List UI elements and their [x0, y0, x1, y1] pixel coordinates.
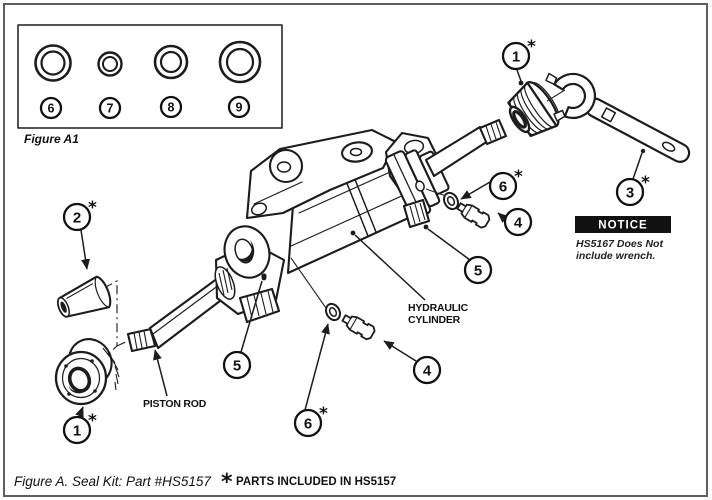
right-installed-plug	[402, 198, 431, 229]
knurl-hatch	[102, 347, 120, 391]
hydraulic-cylinder-label-line1: HYDRAULIC	[408, 302, 469, 314]
callout-5-left: 5	[222, 350, 252, 380]
svg-text:6: 6	[304, 416, 312, 433]
bottom-port-align-line	[290, 257, 327, 309]
svg-text:3: 3	[626, 185, 634, 202]
seal-ring-7	[97, 51, 123, 77]
notice-title-bar	[575, 216, 671, 233]
callout-1-top: 1 *	[501, 37, 536, 71]
svg-text:5: 5	[474, 263, 482, 280]
cone-bushing-drawing	[56, 275, 112, 318]
svg-text:1: 1	[512, 49, 520, 66]
callout-7-inset: 7	[98, 96, 122, 120]
caption-star-icon: *	[221, 470, 233, 495]
piston-rod-label: PISTON ROD	[143, 398, 207, 410]
notice-body-line1: HS5167 Does Not	[576, 238, 663, 250]
seal-ring-6	[34, 44, 72, 82]
svg-text:*: *	[514, 167, 523, 187]
figure-a1-inset: 6 7 8 9 Figure A1	[17, 24, 283, 146]
gland-nut-drawing	[507, 81, 560, 138]
callout-6-bottom: 6 *	[293, 404, 328, 438]
leader-lines	[75, 69, 646, 418]
left-gland-and-clevis	[214, 225, 286, 324]
seal-ring-9	[218, 40, 262, 84]
fitting-right-drawing	[456, 202, 491, 229]
rod-end-stub	[424, 118, 508, 178]
figure-caption-text: Figure A. Seal Kit: Part #HS5157	[14, 474, 211, 489]
centerline-dashdot-2	[116, 339, 131, 347]
svg-text:*: *	[527, 37, 536, 57]
svg-text:6: 6	[499, 179, 507, 196]
callout-9-inset: 9	[227, 95, 251, 119]
svg-text:9: 9	[236, 101, 243, 115]
callout-1-bottom: 1 *	[62, 411, 97, 445]
svg-text:*: *	[319, 404, 328, 424]
right-port-hole	[415, 180, 425, 192]
oring-right-drawing	[443, 191, 459, 211]
callout-4-bottom: 4	[412, 355, 442, 385]
svg-text:7: 7	[107, 102, 114, 116]
notice-title: NOTICE	[598, 220, 647, 232]
fitting-bottom-drawing	[341, 314, 376, 341]
caption-note-text: PARTS INCLUDED IN HS5157	[236, 476, 396, 488]
callout-8-inset: 8	[159, 95, 183, 119]
svg-text:8: 8	[168, 101, 175, 115]
hydraulic-cylinder-label-line2: CYLINDER	[408, 314, 461, 326]
callout-4-right: 4	[503, 207, 533, 237]
figure-caption: Figure A. Seal Kit: Part #HS5157 * PARTS…	[14, 470, 396, 495]
flanged-cap-drawing	[54, 338, 120, 406]
wrench-drawing	[545, 72, 691, 163]
svg-text:*: *	[88, 198, 97, 218]
svg-text:5: 5	[233, 358, 241, 375]
notice-body-line2: include wrench.	[576, 250, 655, 262]
svg-text:4: 4	[423, 363, 432, 380]
callout-6-right: 6 *	[488, 167, 523, 201]
svg-text:*: *	[641, 173, 650, 193]
right-port-align-line	[425, 188, 447, 197]
seal-ring-8	[153, 44, 189, 80]
callout-5-right: 5	[463, 255, 493, 285]
oring-bottom-drawing	[325, 302, 341, 322]
notice-box: NOTICE HS5167 Does Not include wrench.	[575, 216, 671, 262]
svg-text:2: 2	[73, 210, 81, 227]
callout-6-inset: 6	[39, 96, 63, 120]
callout-2: 2 *	[62, 198, 97, 232]
svg-text:4: 4	[514, 215, 523, 232]
figure-a1-caption: Figure A1	[24, 132, 79, 146]
svg-text:6: 6	[48, 102, 55, 116]
callout-3: 3 *	[615, 173, 650, 207]
svg-text:*: *	[88, 411, 97, 431]
svg-text:1: 1	[73, 423, 81, 440]
